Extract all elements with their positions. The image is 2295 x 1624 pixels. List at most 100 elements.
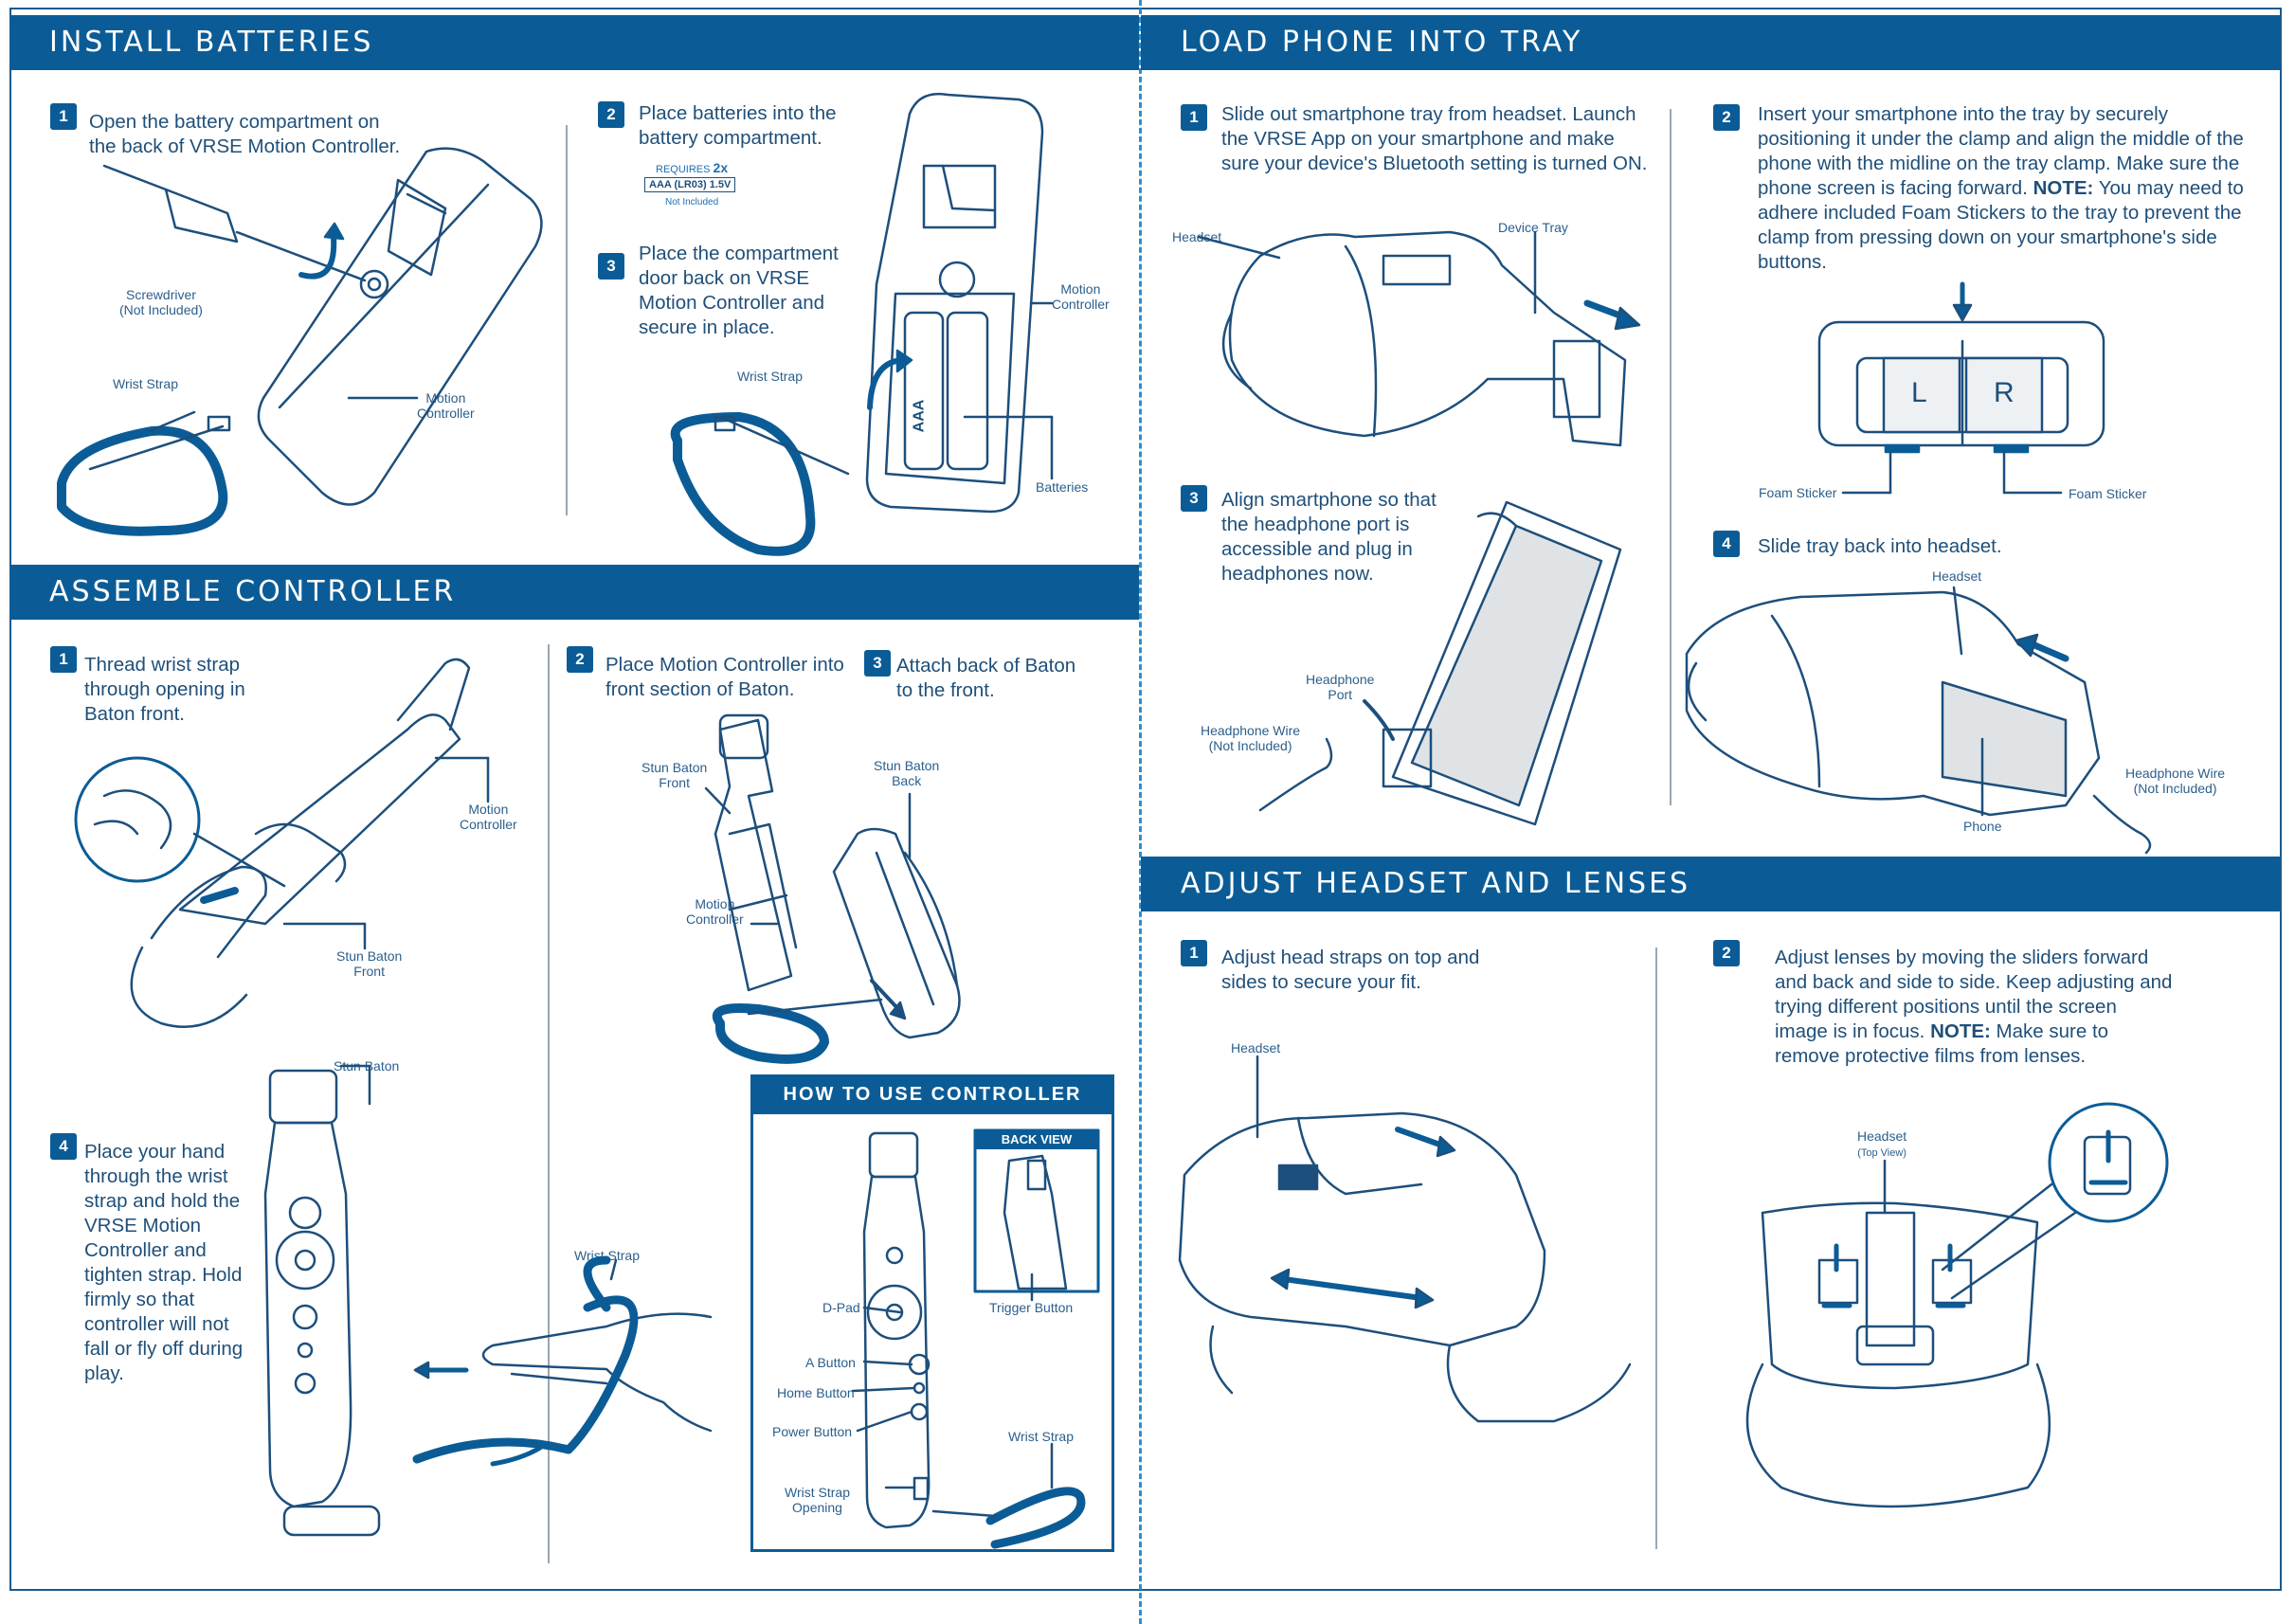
- install-step-1-text: Open the battery compartment on the back…: [89, 111, 401, 157]
- lens-slider-zoom-illustration: [1941, 1102, 2169, 1300]
- section-load-phone-title: LOAD PHONE INTO TRAY: [1141, 15, 2280, 70]
- assemble-step-1-text: Thread wrist strap through opening in Ba…: [84, 654, 245, 725]
- batteries-label: Batteries: [1036, 479, 1089, 495]
- battery-compartment-illustration: [865, 92, 1044, 514]
- load-step-2-text: Insert your smartphone into the tray by …: [1758, 103, 2244, 273]
- assemble-step-4-text: Place your hand through the wrist strap …: [84, 1141, 244, 1384]
- d-pad-label: D-Pad: [822, 1300, 860, 1315]
- wrist-strap-illustration: [670, 412, 850, 556]
- divider: [566, 125, 568, 515]
- step-number-badge: 4: [50, 1133, 77, 1160]
- headset-label: Headset: [1231, 1040, 1281, 1056]
- divider: [1670, 109, 1672, 805]
- slide-in-arrow-icon: [2029, 641, 2069, 662]
- load-step-1-text: Slide out smartphone tray from headset. …: [1221, 103, 1648, 174]
- section-install-batteries-title: INSTALL BATTERIES: [9, 15, 1139, 70]
- headset-top-view-label: Headset(Top View): [1857, 1128, 1907, 1159]
- power-button-label: Power Button: [772, 1424, 853, 1439]
- controller-back-view-diagram: [1003, 1154, 1068, 1290]
- load-step-3-text: Align smartphone so that the headphone p…: [1221, 489, 1437, 585]
- battery-spec-badge: AAA (LR03) 1.5V: [644, 177, 736, 192]
- tray-top-view-illustration: [1817, 320, 2105, 454]
- adjust-side-arrow-icon: [1281, 1276, 1424, 1301]
- wrist-strap-illustration: [931, 1487, 1086, 1549]
- a-button-label: A Button: [805, 1355, 856, 1370]
- step-number-badge: 2: [598, 101, 624, 128]
- how-to-use-title: HOW TO USE CONTROLLER: [750, 1074, 1114, 1114]
- assemble-step-2-text: Place Motion Controller into front secti…: [605, 654, 844, 700]
- rotate-arrow-icon: [298, 234, 337, 280]
- screwdriver-label: Screwdriver(Not Included): [119, 287, 203, 317]
- right-panel-frame: [1139, 8, 2282, 1591]
- phone-in-tray-illustration: [1382, 500, 1622, 826]
- device-tray-label: Device Tray: [1498, 220, 1568, 235]
- home-button-label: Home Button: [777, 1385, 855, 1400]
- step-number-badge: 1: [50, 103, 77, 130]
- install-step-2-text: Place batteries into the battery compart…: [639, 102, 837, 149]
- baton-front-illustration: [714, 713, 798, 992]
- adjust-step-1-text: Adjust head straps on top and sides to s…: [1221, 947, 1480, 993]
- step-number-badge: 2: [1713, 104, 1740, 131]
- tighten-arrow-icon: [490, 1445, 543, 1467]
- controller-back-illustration: [257, 147, 543, 506]
- install-step-3-text: Place the compartment door back on VRSE …: [639, 243, 839, 338]
- headset-tray-in-illustration: [1685, 590, 2101, 817]
- fold-line: [1139, 0, 1142, 1624]
- headset-top-view-illustration: [1745, 1201, 2051, 1508]
- left-panel-frame: [9, 8, 1141, 1591]
- baton-back-illustration: [832, 827, 961, 1039]
- headphone-wire-label: Headphone Wire(Not Included): [1201, 723, 1301, 753]
- section-adjust-headset-title: ADJUST HEADSET AND LENSES: [1141, 857, 2280, 911]
- load-step-4-text: Slide tray back into headset.: [1758, 535, 2002, 557]
- step-number-badge: 4: [1713, 531, 1740, 557]
- wrist-strap-illustration: [712, 998, 883, 1064]
- adjust-step-2-text: Adjust lenses by moving the sliders forw…: [1775, 947, 2173, 1067]
- trigger-button-label: Trigger Button: [989, 1300, 1074, 1315]
- foam-sticker-label: Foam Sticker: [2069, 486, 2147, 501]
- not-included-label: Not Included: [665, 197, 719, 208]
- head-with-headset-illustration: [1178, 1111, 1632, 1423]
- step-number-badge: 1: [1181, 104, 1207, 131]
- lens-label-left: L: [1911, 377, 1927, 408]
- headset-label: Headset: [1932, 568, 1982, 584]
- step-number-badge: 2: [567, 646, 593, 673]
- section-assemble-controller-title: ASSEMBLE CONTROLLER: [9, 565, 1139, 620]
- plug-arrow-icon: [1363, 699, 1395, 741]
- step-number-badge: 3: [1181, 485, 1207, 512]
- phone-label: Phone: [1963, 819, 2002, 834]
- hand-with-strap-illustration: [412, 1255, 713, 1464]
- headphone-wire-label: Headphone Wire(Not Included): [2125, 766, 2226, 796]
- step-number-badge: 1: [50, 646, 77, 673]
- divider: [1655, 947, 1657, 1549]
- wrist-strap-illustration: [57, 415, 231, 536]
- wrist-strap-label: Wrist Strap: [737, 369, 803, 384]
- step-number-badge: 3: [598, 253, 624, 280]
- battery-label: AAA: [911, 399, 928, 433]
- requires-label: REQUIRES 2x: [656, 160, 729, 175]
- stun-baton-illustration: [263, 1069, 381, 1537]
- wrist-strap-label: Wrist Strap: [113, 376, 178, 391]
- foam-sticker-label: Foam Sticker: [1759, 485, 1837, 500]
- screwdriver-illustration: [102, 164, 367, 282]
- headset-tray-out-illustration: [1221, 230, 1627, 447]
- step-number-badge: 3: [864, 650, 891, 677]
- insert-arrow-icon: [870, 979, 900, 1011]
- wrist-strap-label: Wrist Strap: [1008, 1429, 1074, 1444]
- adjust-strap-arrow-icon: [1395, 1127, 1448, 1149]
- controller-front-diagram: [862, 1131, 931, 1529]
- thread-strap-illustration: [74, 658, 471, 1028]
- step-number-badge: 1: [1181, 940, 1207, 966]
- back-view-title: BACK VIEW: [975, 1130, 1098, 1149]
- assemble-step-3-text: Attach back of Baton to the front.: [896, 655, 1076, 701]
- lens-label-right: R: [1994, 377, 2015, 408]
- divider: [548, 644, 550, 1563]
